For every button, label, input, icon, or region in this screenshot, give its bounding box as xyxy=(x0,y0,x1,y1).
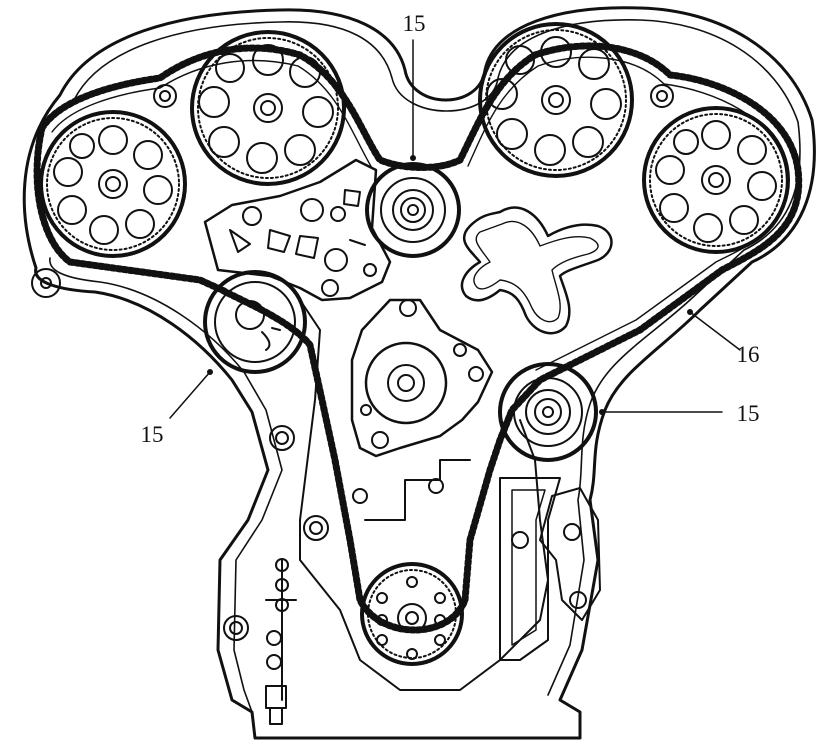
cover-bolt-top-left xyxy=(153,84,177,108)
callout-label-idler-right: 15 xyxy=(737,401,760,426)
callout-label-idler-left: 15 xyxy=(141,422,164,447)
leader-line-idler-right xyxy=(599,409,723,415)
cam-sprocket-right-outer xyxy=(642,106,790,254)
sprocket-hub xyxy=(253,93,283,123)
cover-bolt-top-right xyxy=(650,84,674,108)
sprocket-hub xyxy=(541,85,571,115)
crankshaft-sprocket xyxy=(360,562,464,666)
timing-cover-inner-left xyxy=(49,257,283,713)
engine-block-outline xyxy=(299,299,549,691)
sprocket-hub xyxy=(98,169,128,199)
leader-line-belt-cover xyxy=(687,309,741,351)
leader-line-idler-left xyxy=(169,369,213,419)
timing-cover-outline xyxy=(22,6,816,740)
cross-cutout-inner xyxy=(473,220,599,323)
tensioner-bracket xyxy=(203,158,392,302)
callout-label-idler-top: 15 xyxy=(403,11,426,36)
oil-channel-inner xyxy=(511,489,546,646)
oil-channel xyxy=(499,477,561,661)
block-step-left xyxy=(364,459,471,521)
timing-belt-inner xyxy=(51,56,788,371)
leader-line-idler-top xyxy=(410,39,416,161)
idler-pulley-right xyxy=(498,362,598,462)
cam-sprocket-left-outer xyxy=(39,110,187,258)
idler-pulley-top xyxy=(365,162,461,258)
right-accessory-bracket xyxy=(539,487,601,621)
cam-sprocket-right-inner xyxy=(478,22,634,178)
sprocket-hub xyxy=(701,165,731,195)
timing-belt xyxy=(33,42,803,634)
cam-sprocket-left-inner xyxy=(190,30,346,186)
cover-bolts xyxy=(223,425,587,641)
water-pump-housing xyxy=(350,298,494,458)
callout-label-belt-cover: 16 xyxy=(737,342,760,367)
bracket-details xyxy=(229,189,377,297)
cover-mount-hole-left xyxy=(40,277,52,289)
timing-cover-inner-line xyxy=(73,19,801,696)
left-lower-linkage xyxy=(265,558,297,725)
cross-cutout xyxy=(460,206,613,335)
idler-pulley-left xyxy=(203,270,307,374)
water-pump xyxy=(360,299,484,449)
cover-mount-ear-left xyxy=(31,268,61,298)
